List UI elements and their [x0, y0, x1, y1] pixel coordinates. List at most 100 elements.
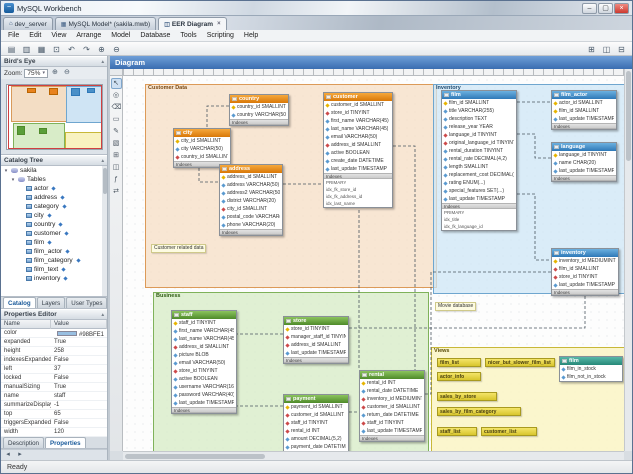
- note-movie-database[interactable]: Movie database: [435, 302, 477, 311]
- menu-database[interactable]: Database: [140, 31, 171, 39]
- indexes-section[interactable]: Indexes: [552, 123, 616, 129]
- property-row-summarizedisplay[interactable]: summarizeDisplay-1: [1, 401, 107, 410]
- doc-tab-mysql-model-sakila-mwb[interactable]: ▦MySQL Model* (sakila.mwb): [54, 17, 157, 30]
- tab-properties[interactable]: Properties: [44, 437, 86, 448]
- note-customer-related-data[interactable]: Customer related data: [151, 244, 207, 253]
- table-tool[interactable]: ⊞: [113, 152, 119, 159]
- output-toggle-icon[interactable]: ⊟: [618, 44, 625, 54]
- export-icon[interactable]: ⊡: [53, 44, 60, 54]
- menu-scripting[interactable]: Scripting: [206, 31, 234, 39]
- menu-edit[interactable]: Edit: [29, 31, 42, 39]
- horizontal-scrollbar[interactable]: [123, 451, 624, 460]
- tree-item-inventory[interactable]: inventory: [1, 274, 107, 283]
- menu-file[interactable]: File: [8, 31, 20, 39]
- tree-scrollbar[interactable]: [102, 166, 107, 296]
- tree-node-tables[interactable]: ▾Tables: [1, 175, 107, 184]
- menu-view[interactable]: View: [51, 31, 67, 39]
- indexes-section[interactable]: Indexes: [284, 357, 348, 363]
- title-bar[interactable]: ~ MySQL Workbench – ▢ ×: [1, 1, 632, 16]
- indexes-section[interactable]: Indexes: [324, 173, 392, 179]
- view-figure-film-list[interactable]: film_list: [437, 358, 481, 367]
- tree-item-customer[interactable]: customer: [1, 229, 107, 238]
- indexes-section[interactable]: Indexes: [230, 119, 288, 125]
- scrollbar-thumb[interactable]: [102, 168, 107, 194]
- expander-icon[interactable]: ▾: [4, 167, 8, 174]
- routine-tool[interactable]: ƒ: [114, 176, 118, 183]
- catalog-tree-header[interactable]: Catalog Tree ▴: [1, 155, 107, 166]
- grid-toggle-icon[interactable]: ⊞: [588, 44, 595, 54]
- pointer-tool[interactable]: ↖: [110, 78, 122, 89]
- zoom-out-icon[interactable]: ⊖: [64, 69, 70, 76]
- indexes-section[interactable]: Indexes: [172, 407, 236, 413]
- collapse-icon[interactable]: ▴: [101, 311, 104, 318]
- zoom-in-icon[interactable]: ⊕: [52, 69, 58, 76]
- relationship-tool[interactable]: ⇄: [113, 188, 119, 195]
- minimize-button[interactable]: –: [582, 2, 597, 14]
- view-figure-customer-list[interactable]: customer_list: [481, 427, 537, 436]
- tree-item-country[interactable]: country: [1, 220, 107, 229]
- properties-editor-header[interactable]: Properties Editor ▴: [1, 309, 107, 320]
- tree-item-actor[interactable]: actor: [1, 184, 107, 193]
- indexes-section[interactable]: Indexes: [442, 203, 516, 209]
- tree-item-address[interactable]: address: [1, 193, 107, 202]
- vertical-scrollbar[interactable]: [624, 69, 632, 451]
- note-tool[interactable]: ✎: [113, 128, 119, 135]
- birds-eye-minimap[interactable]: [5, 83, 103, 150]
- sidebar-toggle-icon[interactable]: ◫: [602, 44, 611, 54]
- indexes-section[interactable]: Indexes: [360, 435, 424, 441]
- tab-layers[interactable]: Layers: [36, 297, 66, 308]
- scrollbar-thumb[interactable]: [626, 71, 631, 161]
- tree-node-schema[interactable]: ▾sakila: [1, 166, 107, 175]
- view-tool[interactable]: ◫: [112, 164, 120, 171]
- zoom-in-icon[interactable]: ⊕: [98, 44, 105, 54]
- sidebar-splitter[interactable]: [108, 56, 110, 460]
- indexes-section[interactable]: Indexes: [220, 229, 282, 235]
- maximize-button[interactable]: ▢: [598, 2, 613, 14]
- scrollbar-thumb[interactable]: [125, 453, 265, 459]
- tab-description[interactable]: Description: [3, 437, 44, 448]
- view-figure-actor-info[interactable]: actor_info: [437, 372, 481, 381]
- eraser-tool[interactable]: ⌫: [111, 104, 122, 111]
- doc-tab-eer-diagram[interactable]: ◫EER Diagram×: [158, 17, 227, 30]
- tree-item-city[interactable]: city: [1, 211, 107, 220]
- layer-tool[interactable]: ▭: [112, 116, 120, 123]
- property-row-color[interactable]: color#98BFE1: [1, 329, 107, 338]
- collapse-icon[interactable]: ▴: [101, 58, 104, 65]
- tree-item-film-category[interactable]: film_category: [1, 256, 107, 265]
- forward-icon[interactable]: ▸: [18, 451, 22, 458]
- indexes-section[interactable]: Indexes: [174, 161, 230, 167]
- tab-user-types[interactable]: User Types: [66, 297, 108, 308]
- save-model-icon[interactable]: ▦: [37, 44, 46, 54]
- view-figure-staff-list[interactable]: staff_list: [437, 427, 477, 436]
- minimap-viewport[interactable]: [7, 84, 102, 149]
- tree-item-film[interactable]: film: [1, 238, 107, 247]
- expander-icon[interactable]: ▾: [11, 176, 15, 183]
- image-tool[interactable]: ▧: [112, 140, 120, 147]
- tree-item-category[interactable]: category: [1, 202, 107, 211]
- view-figure-sales-by-film-category[interactable]: sales_by_film_category: [437, 407, 521, 416]
- indexes-section[interactable]: Indexes: [552, 175, 616, 181]
- zoom-out-icon[interactable]: ⊖: [113, 44, 120, 54]
- birds-eye-header[interactable]: Bird's Eye ▴: [1, 56, 107, 67]
- pan-tool[interactable]: ◎: [112, 92, 120, 99]
- doc-tab-dev-server[interactable]: ⌂dev_server: [3, 17, 53, 30]
- menu-model[interactable]: Model: [111, 31, 131, 39]
- redo-icon[interactable]: ↷: [83, 44, 90, 54]
